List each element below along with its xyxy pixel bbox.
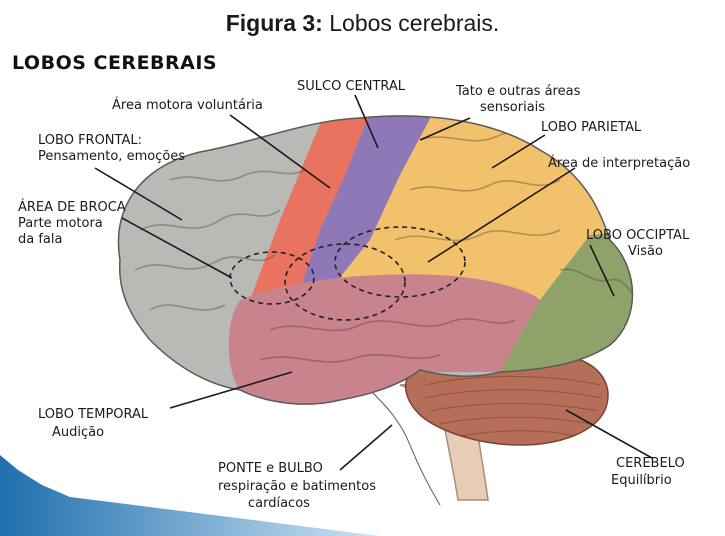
label-tato-line2: sensoriais xyxy=(480,100,545,116)
label-lobo-temporal-line1: LOBO TEMPORAL xyxy=(38,407,148,423)
label-area-broca-line2: Parte motora xyxy=(18,216,103,232)
label-area-broca-line3: da fala xyxy=(18,232,62,248)
label-ponte-line3: cardíacos xyxy=(248,496,310,512)
label-lobo-occipital-line2: Visão xyxy=(628,244,663,260)
slide-accent-arrow xyxy=(0,455,380,536)
label-area-interpretacao: Área de interpretação xyxy=(548,156,690,172)
label-lobo-parietal: LOBO PARIETAL xyxy=(541,120,641,136)
label-area-motora: Área motora voluntária xyxy=(112,98,263,114)
label-lobo-occipital-line1: LOBO OCCIPTAL xyxy=(586,228,689,244)
label-lobo-temporal-line2: Audição xyxy=(52,425,104,441)
leader-ponte xyxy=(340,425,392,470)
label-cerebelo-line1: CEREBELO xyxy=(616,456,685,472)
label-ponte-line1: PONTE e BULBO xyxy=(218,461,323,477)
label-ponte-line2: respiração e batimentos xyxy=(218,479,376,495)
label-tato-line1: Tato e outras áreas xyxy=(456,84,580,100)
label-cerebelo-line2: Equilíbrio xyxy=(611,473,672,489)
label-lobo-frontal-line1: LOBO FRONTAL: xyxy=(38,133,142,149)
label-sulco-central: SULCO CENTRAL xyxy=(297,79,405,95)
label-area-broca-line1: ÁREA DE BROCA xyxy=(18,200,126,216)
label-lobo-frontal-line2: Pensamento, emoções xyxy=(38,149,185,165)
